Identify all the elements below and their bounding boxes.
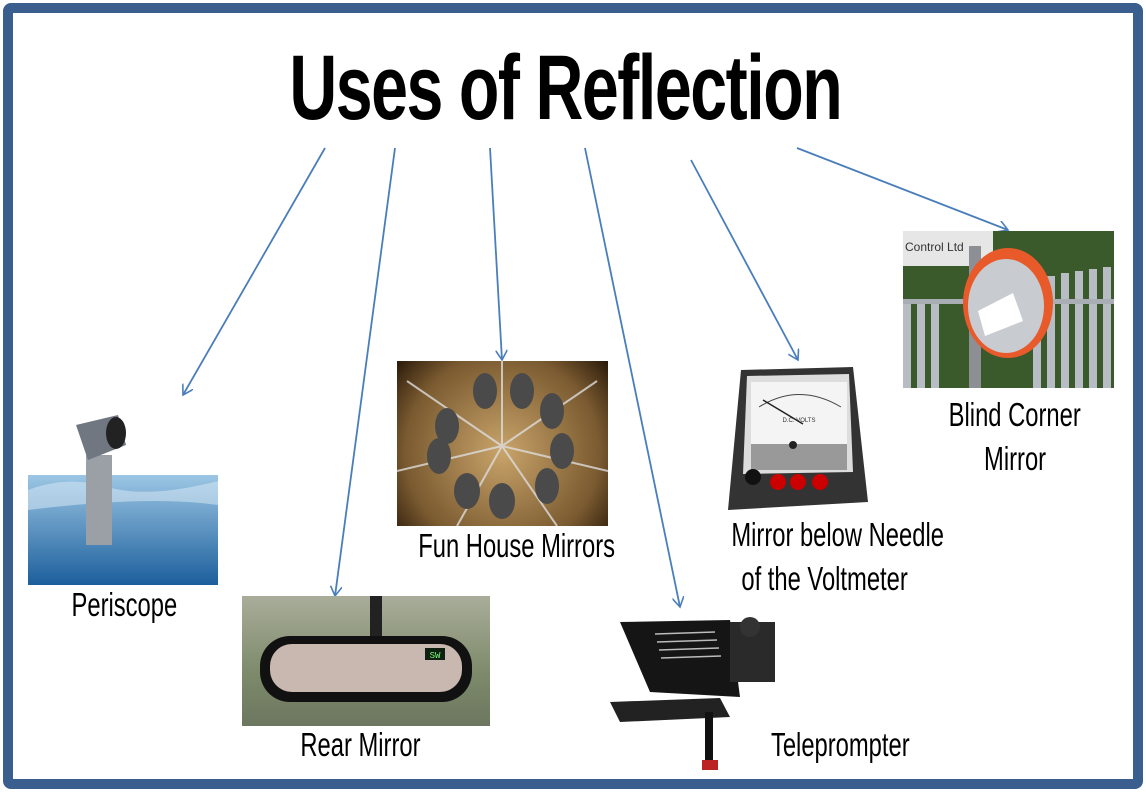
arrow-teleprompter: [584, 147, 680, 607]
mirror-display-text: SW: [430, 651, 441, 661]
teleprompter-image: [610, 612, 780, 770]
label-rear-mirror: Rear Mirror: [299, 726, 421, 763]
voltmeter-image: D.C. VOLTS: [723, 362, 868, 512]
slide-border: [3, 3, 1143, 789]
label-periscope: Periscope: [71, 586, 177, 623]
voltmeter-scale-text: D.C. VOLTS: [783, 418, 816, 424]
arrow-periscope: [183, 147, 326, 395]
fun-house-mirrors-image: [397, 361, 608, 526]
slide-title: Uses of Reflection: [289, 37, 842, 139]
arrow-blind-corner: [796, 147, 1008, 230]
arrow-fun-house: [489, 147, 502, 360]
label-fun-house-mirrors: Fun House Mirrors: [418, 527, 615, 564]
label-teleprompter: Teleprompter: [770, 726, 910, 763]
sign-text: Control Ltd: [905, 240, 964, 254]
periscope-image: [28, 415, 218, 585]
blind-corner-mirror-image: Control Ltd: [903, 231, 1114, 388]
rear-mirror-image: SW: [242, 596, 490, 726]
arrow-rear-mirror: [335, 147, 396, 596]
arrow-voltmeter: [690, 159, 798, 360]
